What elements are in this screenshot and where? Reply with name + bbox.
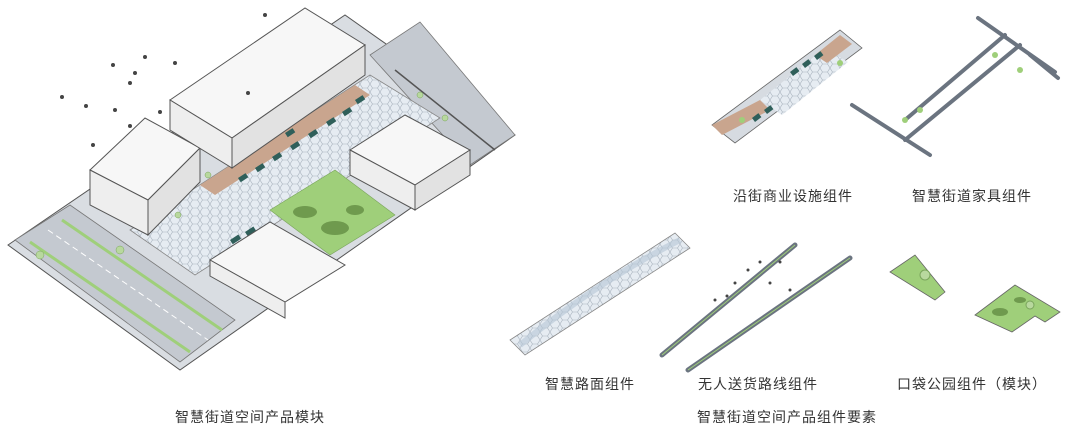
delivery-component (659, 242, 853, 373)
caption-main-module: 智慧街道空间产品模块 (175, 410, 325, 426)
pocket-park-component (889, 254, 1061, 333)
caption-pocket-park: 口袋公园组件（模块） (897, 377, 1047, 393)
building-main-side (231, 44, 366, 169)
commercial-strip (200, 85, 370, 195)
commercial-component (711, 29, 863, 144)
caption-component-elements: 智慧街道空间产品组件要素 (697, 410, 877, 426)
caption-pavement: 智慧路面组件 (545, 377, 635, 393)
furniture-component (850, 16, 1060, 157)
road-upper (369, 21, 516, 166)
caption-furniture: 智慧街道家具组件 (912, 189, 1032, 205)
park-area (269, 169, 396, 256)
main-street-module (7, 7, 516, 371)
building-low-front (209, 259, 286, 319)
pavement-component (509, 232, 691, 356)
cars (229, 95, 366, 245)
building-right-side (414, 149, 471, 211)
caption-delivery: 无人送货路线组件 (698, 377, 818, 393)
trees (35, 91, 449, 260)
building-left-side (147, 146, 201, 237)
drone-dots (60, 13, 267, 147)
caption-commercial: 沿街商业设施组件 (733, 189, 853, 205)
